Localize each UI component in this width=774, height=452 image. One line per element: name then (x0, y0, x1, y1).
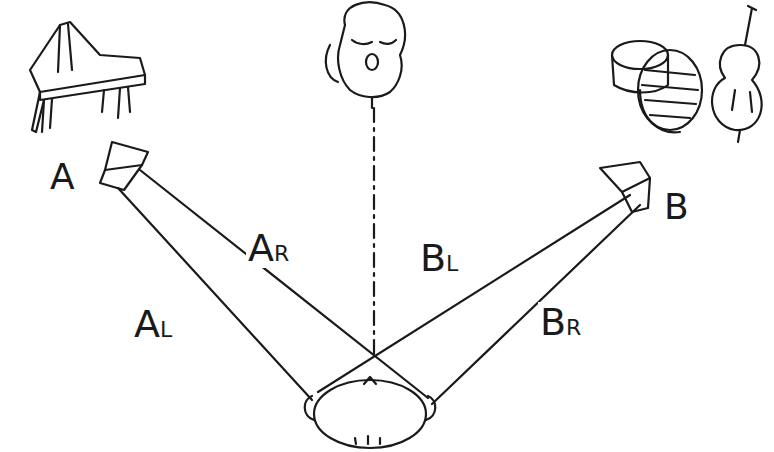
path-label: AL (132, 304, 174, 344)
path-label: BR (538, 302, 583, 342)
speaker-b (600, 162, 650, 212)
piano-sketch (30, 22, 145, 132)
speaker-a-edge (105, 165, 142, 170)
drum-sketch (612, 41, 702, 132)
sound-path-b-right (432, 205, 640, 404)
speaker-label: A (48, 158, 77, 196)
listener-head (305, 377, 436, 448)
speaker-b-edge (622, 178, 650, 192)
sound-path-a-left (118, 188, 312, 400)
speaker-a (100, 142, 148, 190)
speaker-label: B (662, 188, 691, 226)
singer-sketch (326, 2, 405, 108)
path-label: AR (246, 228, 291, 268)
centre-line (373, 108, 375, 360)
cello-sketch (712, 6, 762, 142)
sound-path-a-right (140, 170, 428, 398)
path-label: BL (418, 238, 460, 278)
